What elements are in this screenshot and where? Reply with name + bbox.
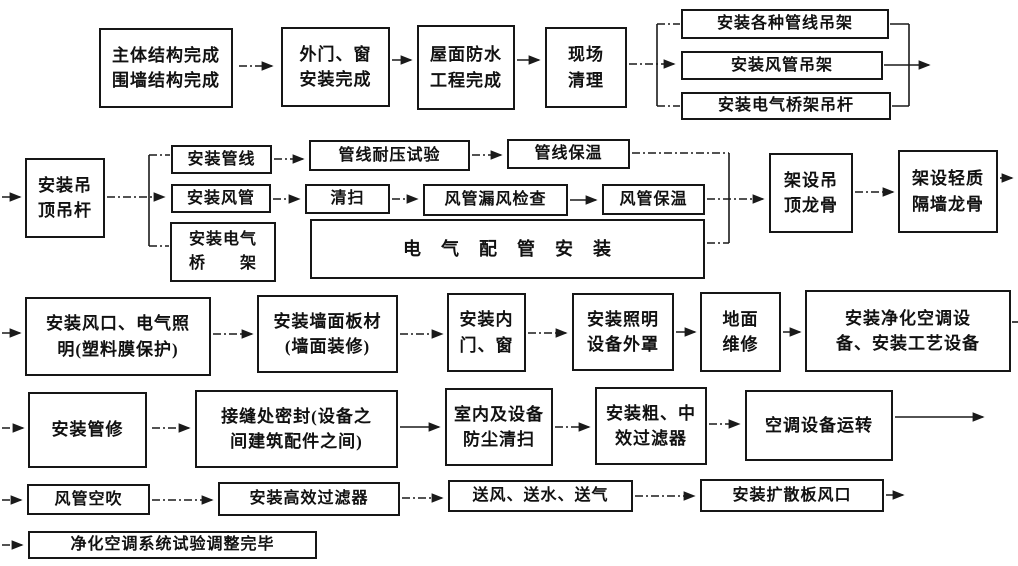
node-duct-hangers: 安装风管吊架 bbox=[681, 51, 883, 80]
node-ceiling-rods: 安装吊 顶吊杆 bbox=[25, 158, 105, 238]
node-joint-sealing: 接缝处密封(设备之 间建筑配件之间) bbox=[195, 390, 398, 468]
node-ac-equipment-run: 空调设备运转 bbox=[745, 390, 893, 461]
node-wall-panels: 安装墙面板材 (墙面装修) bbox=[257, 295, 398, 373]
node-ceiling-keel: 架设吊 顶龙骨 bbox=[769, 153, 853, 233]
node-inner-doors-windows: 安装内 门、窗 bbox=[447, 293, 526, 372]
node-pipe-trim: 安装管修 bbox=[28, 392, 147, 468]
node-system-test-complete: 净化空调系统试验调整完毕 bbox=[28, 531, 317, 559]
node-main-structure: 主体结构完成 围墙结构完成 bbox=[99, 28, 233, 108]
node-pipeline-hangers: 安装各种管线吊架 bbox=[681, 9, 889, 39]
node-pipeline-pressure-test: 管线耐压试验 bbox=[309, 140, 470, 171]
node-duct-insulation: 风管保温 bbox=[602, 184, 705, 215]
node-floor-repair: 地面 维修 bbox=[700, 292, 781, 372]
node-diffuser-outlets: 安装扩散板风口 bbox=[700, 479, 884, 512]
node-outer-doors-windows: 外门、窗 安装完成 bbox=[281, 27, 390, 107]
node-air-outlets-lighting: 安装风口、电气照 明(塑料膜保护) bbox=[25, 297, 211, 376]
node-partition-keel: 架设轻质 隔墙龙骨 bbox=[898, 150, 998, 233]
node-site-cleanup: 现场 清理 bbox=[545, 27, 627, 108]
node-pipeline-insulation: 管线保温 bbox=[507, 139, 630, 169]
node-cable-tray-rods: 安装电气桥架吊杆 bbox=[681, 92, 891, 120]
node-electrical-conduit: 电 气 配 管 安 装 bbox=[310, 219, 705, 279]
node-hepa-filters: 安装高效过滤器 bbox=[218, 482, 400, 516]
node-install-cable-tray: 安装电气 桥 架 bbox=[170, 222, 276, 282]
node-duct-leak-check: 风管漏风检查 bbox=[423, 184, 568, 216]
node-supply-air-water-gas: 送风、送水、送气 bbox=[448, 480, 633, 512]
node-roof-waterproof: 屋面防水 工程完成 bbox=[417, 25, 515, 110]
node-duct-blow: 风管空吹 bbox=[27, 484, 150, 515]
node-install-pipelines: 安装管线 bbox=[171, 145, 272, 174]
node-lighting-covers: 安装照明 设备外罩 bbox=[572, 293, 674, 371]
node-clean-ac-equipment: 安装净化空调设 备、安装工艺设备 bbox=[805, 290, 1011, 372]
node-cleaning: 清扫 bbox=[305, 184, 390, 214]
node-install-ducts: 安装风管 bbox=[171, 184, 271, 213]
node-dust-cleaning: 室内及设备 防尘清扫 bbox=[445, 388, 553, 466]
node-coarse-medium-filters: 安装粗、中 效过滤器 bbox=[595, 387, 707, 465]
